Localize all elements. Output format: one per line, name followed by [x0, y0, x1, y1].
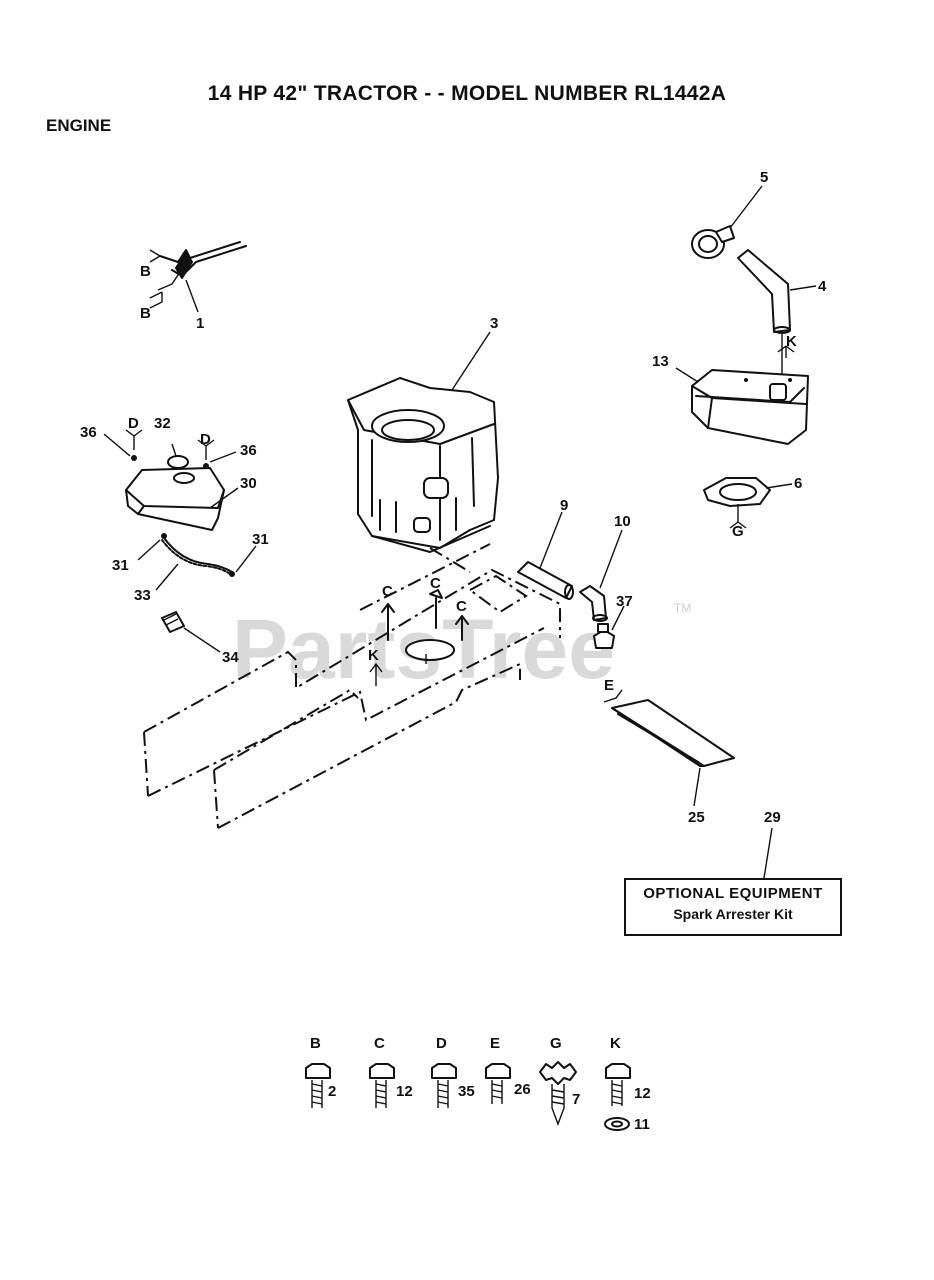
part-6-gasket: [703, 477, 793, 529]
part-3-engine: [347, 331, 499, 553]
hardware-legend: B 2 C 12 D 35 E 26 G: [305, 1035, 651, 1133]
part-1-throttle-bracket: [149, 241, 247, 313]
watermark-tm: TM: [674, 601, 691, 615]
legend-part-C: 12: [396, 1083, 413, 1100]
legend-part-D: 35: [458, 1083, 475, 1100]
callout-G: G: [732, 523, 744, 540]
callout-36-right: 36: [240, 442, 257, 459]
optional-equipment-title: OPTIONAL EQUIPMENT: [643, 885, 823, 902]
section-title: ENGINE: [46, 116, 112, 135]
callout-29-leader: [763, 827, 773, 879]
legend-part-K: 12: [634, 1085, 651, 1102]
legend-letter-K: K: [610, 1035, 621, 1052]
callout-C-2: C: [430, 575, 441, 592]
legend-letter-E: E: [490, 1035, 500, 1052]
callout-25: 25: [688, 809, 705, 826]
callout-K-upper: K: [786, 333, 797, 350]
callout-29: 29: [764, 809, 781, 826]
part-34-fitting: [161, 611, 221, 653]
legend-part-B: 2: [328, 1083, 336, 1100]
callout-9: 9: [560, 497, 568, 514]
callout-33: 33: [134, 587, 151, 604]
hex-bolt-icon: [485, 1063, 511, 1104]
fastener-marker-K-upper: [777, 345, 795, 358]
legend-letter-D: D: [436, 1035, 447, 1052]
callout-37: 37: [616, 593, 633, 610]
legend-part-K-washer: 11: [634, 1116, 650, 1133]
callout-E: E: [604, 677, 614, 694]
callout-32: 32: [154, 415, 171, 432]
callout-D-right: D: [200, 431, 211, 448]
callout-3: 3: [490, 315, 498, 332]
part-9-hose: [517, 511, 574, 600]
part-25-shield: [603, 689, 735, 807]
star-washer-screw-icon: [539, 1061, 577, 1126]
part-32-fuel-cap: [167, 443, 189, 469]
fastener-marker-K-lower: [369, 662, 383, 686]
callout-36-left: 36: [80, 424, 97, 441]
washer-icon: [604, 1117, 630, 1131]
legend-part-E: 26: [514, 1081, 531, 1098]
fastener-marker-C-3: [455, 615, 469, 641]
part-13-muffler: [675, 367, 809, 445]
callout-6: 6: [794, 475, 802, 492]
part-30-fuel-tank: [125, 467, 239, 531]
callout-B-lower: B: [140, 305, 151, 322]
fastener-marker-C-1: [381, 603, 395, 641]
hex-bolt-icon: [431, 1063, 457, 1108]
hex-bolt-icon: [305, 1063, 331, 1108]
tractor-frame-phantom: [143, 543, 561, 829]
legend-letter-G: G: [550, 1035, 562, 1052]
part-4-exhaust-pipe: [737, 249, 817, 378]
hex-bolt-icon: [369, 1063, 395, 1108]
callout-31-right: 31: [252, 531, 269, 548]
callout-D-left: D: [128, 415, 139, 432]
page-title: 14 HP 42" TRACTOR - - MODEL NUMBER RL144…: [207, 82, 727, 105]
callout-1: 1: [196, 315, 204, 332]
legend-letter-B: B: [310, 1035, 321, 1052]
callout-30: 30: [240, 475, 257, 492]
callout-B-upper: B: [140, 263, 151, 280]
callout-C-1: C: [382, 583, 393, 600]
part-5-clamp: [691, 185, 763, 259]
part-10-elbow: [579, 529, 623, 622]
callout-31-left: 31: [112, 557, 129, 574]
fastener-marker-C-2: [429, 589, 443, 629]
optional-equipment-box: OPTIONAL EQUIPMENT Spark Arrester Kit: [624, 878, 842, 936]
part-33-fuel-line: [137, 533, 257, 591]
callout-4: 4: [818, 278, 827, 295]
fastener-marker-D-right: [197, 439, 237, 469]
callout-34: 34: [222, 649, 239, 666]
callout-K-lower: K: [368, 647, 379, 664]
legend-letter-C: C: [374, 1035, 385, 1052]
callout-C-3: C: [456, 598, 467, 615]
hex-bolt-icon: [605, 1063, 631, 1106]
callout-5: 5: [760, 169, 768, 186]
callout-13: 13: [652, 353, 669, 370]
legend-part-G: 7: [572, 1091, 580, 1108]
fastener-marker-D-left: [103, 429, 143, 461]
optional-equipment-item: Spark Arrester Kit: [673, 906, 793, 922]
part-37-fitting: [593, 605, 625, 649]
callout-10: 10: [614, 513, 631, 530]
